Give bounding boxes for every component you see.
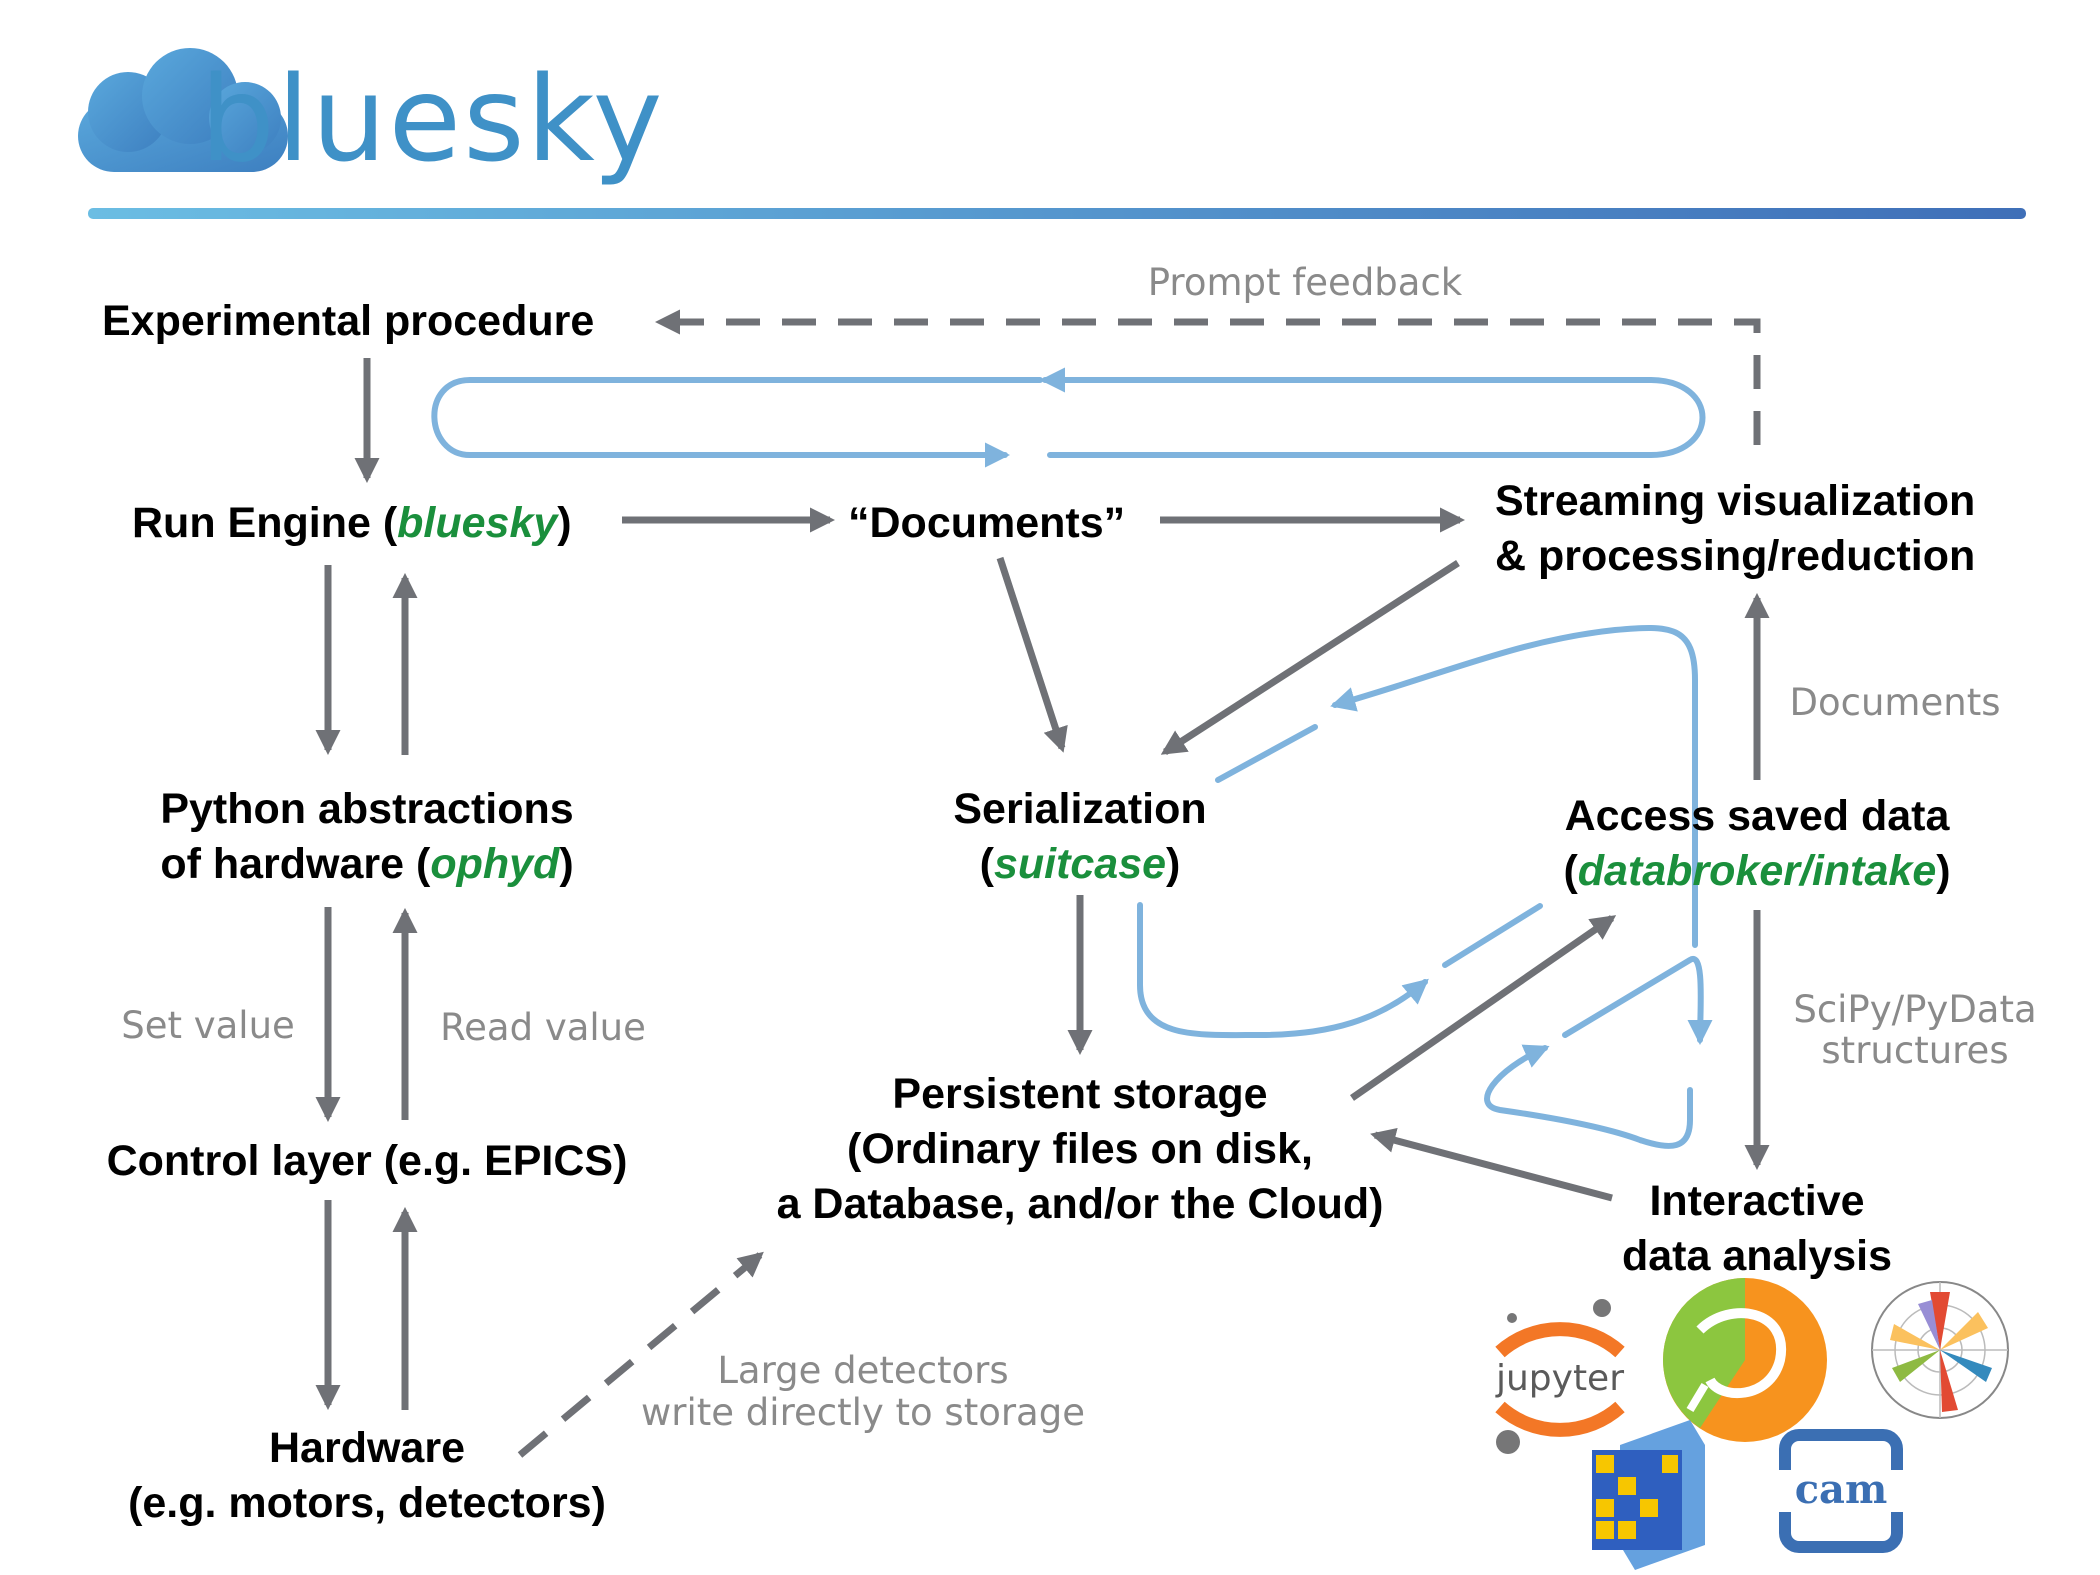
label-large-detectors-line2: write directly to storage [641, 1391, 1085, 1434]
loop-top-left [431, 377, 1011, 468]
label-prompt-feedback: Prompt feedback [1148, 261, 1463, 304]
node-documents: “Documents” [848, 499, 1125, 547]
loop-mid-right [1215, 724, 1318, 783]
arrow-prompt-feedback [654, 309, 1761, 445]
node-storage-line3: a Database, and/or the Cloud) [777, 1180, 1384, 1228]
tool-logos: jupyter [1495, 1278, 2009, 1570]
label-scipy-line2: structures [1821, 1029, 2008, 1072]
node-hardware-line2: (e.g. motors, detectors) [128, 1479, 606, 1527]
nodes: Experimental procedure Run Engine (blues… [102, 297, 1975, 1527]
bluesky-logo: bluesky [78, 48, 665, 188]
loop-low-left [1137, 902, 1429, 1039]
node-streaming-line1: Streaming visualization [1495, 477, 1975, 525]
header-rule [88, 208, 2026, 219]
jupyter-wordmark: jupyter [1495, 1358, 1624, 1399]
arrow-documents-serialization [996, 556, 1068, 753]
node-storage-line2: (Ordinary files on disk, [847, 1125, 1313, 1173]
node-run-engine: Run Engine (bluesky) [132, 499, 572, 547]
loop-mid-curve [1330, 624, 1698, 948]
arrow-storage-access [1350, 915, 1617, 1101]
node-access-line2: (databroker/intake) [1563, 847, 1950, 895]
node-storage-line1: Persistent storage [892, 1070, 1267, 1118]
cam-wordmark: cam [1795, 1466, 1888, 1513]
arrow-streaming-serialization [1160, 560, 1460, 755]
node-control-layer: Control layer (e.g. EPICS) [107, 1137, 628, 1185]
node-hardware-line1: Hardware [269, 1424, 465, 1472]
logo-wordmark: bluesky [200, 50, 665, 188]
node-python-line1: Python abstractions [160, 785, 573, 833]
loop-interactive-b [1484, 1044, 1693, 1149]
node-python-line2: of hardware (ophyd) [160, 840, 573, 888]
xarray-logo [1592, 1420, 1705, 1570]
label-set-value: Set value [121, 1004, 295, 1047]
node-access-line1: Access saved data [1565, 792, 1951, 840]
label-read-value: Read value [440, 1006, 646, 1049]
node-interactive-line2: data analysis [1622, 1232, 1892, 1280]
cam-logo: cam [1779, 1429, 1903, 1553]
edge-labels: Prompt feedback Documents Set value Read… [121, 261, 2036, 1434]
matplotlib-logo [1871, 1281, 2009, 1419]
loop-interactive-a [1562, 955, 1713, 1046]
loop-top-right [1039, 367, 1706, 458]
node-streaming-line2: & processing/reduction [1495, 532, 1975, 580]
blue-loops [431, 367, 1713, 1149]
loop-low-right [1442, 903, 1543, 968]
gray-arrows [315, 309, 1770, 1458]
cloud-icon [78, 48, 288, 172]
arrow-interactive-storage [1370, 1128, 1613, 1202]
jupyter-logo: jupyter [1495, 1299, 1625, 1454]
node-serialization-line1: Serialization [953, 785, 1206, 833]
label-scipy-line1: SciPy/PyData [1793, 988, 2036, 1031]
node-serialization-line2: (suitcase) [980, 840, 1181, 888]
label-documents: Documents [1790, 681, 2001, 724]
scikit-image-logo [1663, 1278, 1827, 1442]
node-experimental-procedure: Experimental procedure [102, 297, 594, 345]
node-interactive-line1: Interactive [1649, 1177, 1864, 1225]
label-large-detectors-line1: Large detectors [717, 1349, 1008, 1392]
